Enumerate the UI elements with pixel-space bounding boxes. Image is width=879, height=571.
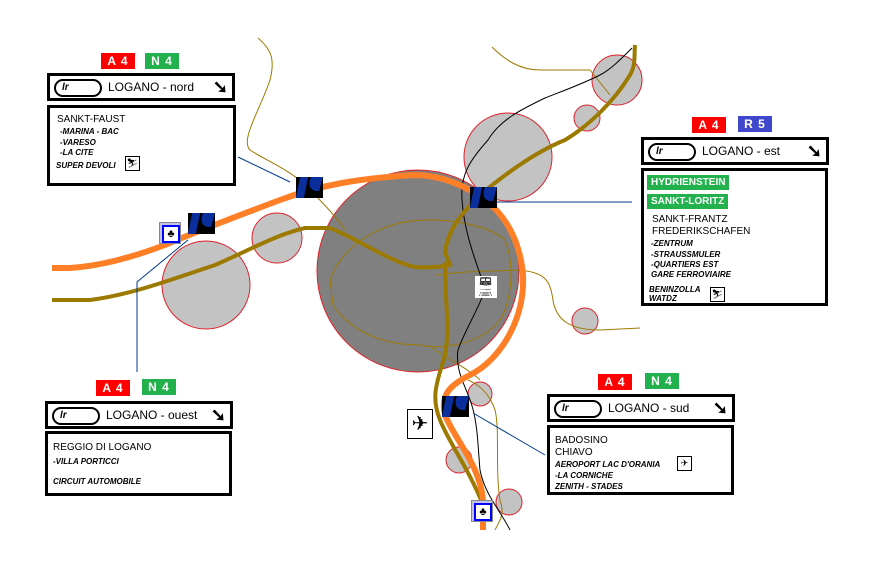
village-circle — [161, 240, 251, 330]
arrow-down-right-icon: ➘ — [212, 77, 228, 97]
sub-destination: -LA CORNICHE — [555, 471, 613, 480]
sub-destination: -ZENTRUM — [651, 239, 693, 248]
interchange-pill-icon: lr — [52, 407, 100, 425]
destination: SANKT-FAUST — [57, 114, 126, 125]
highlighted-destination: SANKT-LORITZ — [647, 194, 729, 209]
ski-area-icon: ⛷ — [125, 156, 140, 171]
city-logano — [316, 169, 520, 373]
route-badge-n4: N 4 — [645, 373, 679, 389]
destinations-panel-sud: BADOSINO CHIAVO AEROPORT LAC D'ORANIA -L… — [547, 425, 734, 495]
interchange-pill-icon: lr — [54, 79, 102, 97]
direction-label: LOGANO - est — [702, 144, 781, 158]
leader-line-nord — [237, 156, 291, 183]
route-badge-n4: N 4 — [142, 379, 176, 395]
route-badge-a4: A 4 — [96, 380, 130, 396]
direction-label: LOGANO - ouest — [106, 408, 198, 422]
rest-area-icon[interactable]: ♣ — [159, 222, 181, 244]
route-badge-a4: A 4 — [101, 53, 135, 69]
village-circle — [467, 381, 493, 407]
sub-destination: -VARESO — [60, 138, 96, 147]
route-badge-a4: A 4 — [598, 374, 632, 390]
interchange-icon[interactable] — [442, 396, 469, 417]
sub-destination: -STRAUSSMULER — [651, 250, 721, 259]
sub-destination: -QUARTIERS EST — [651, 260, 719, 269]
pill-glyph: lr — [656, 146, 663, 157]
local-road — [491, 46, 611, 96]
pill-glyph: lr — [562, 403, 569, 414]
city-ring-road — [329, 219, 512, 348]
direction-label: LOGANO - sud — [608, 401, 690, 415]
arrow-down-right-icon: ➘ — [210, 405, 226, 425]
local-road — [246, 37, 346, 231]
arrow-down-right-icon: ➘ — [712, 398, 728, 418]
direction-sign-ouest[interactable]: lr LOGANO - ouest ➘ — [45, 401, 233, 429]
interchange-icon[interactable] — [188, 213, 215, 234]
route-badge-a4: A 4 — [692, 117, 726, 133]
ski-area-label: WATDZ — [649, 294, 677, 303]
direction-sign-sud[interactable]: lr LOGANO - sud ➘ — [547, 394, 735, 422]
sub-destination: -MARINA - BAC — [60, 127, 119, 136]
direction-sign-est[interactable]: lr LOGANO - est ➘ — [641, 137, 829, 165]
destination: REGGIO DI LOGANO — [53, 442, 152, 453]
direction-label: LOGANO - nord — [108, 80, 195, 94]
pill-glyph: lr — [60, 410, 67, 421]
sub-destination: CIRCUIT AUTOMOBILE — [53, 477, 141, 486]
arrow-down-right-icon: ➘ — [806, 141, 822, 161]
leader-line-sud — [472, 412, 546, 456]
airport-icon[interactable]: ✈ — [407, 409, 433, 439]
route-badge-n4: N 4 — [145, 53, 179, 69]
train-station-icon[interactable]: 🚆 — [475, 276, 497, 298]
sub-destination: -VILLA PORTICCI — [53, 457, 119, 466]
main-road — [433, 261, 487, 511]
village-circle — [463, 112, 553, 202]
local-road — [431, 347, 481, 381]
destination: CHIAVO — [555, 447, 593, 458]
destinations-panel-ouest: REGGIO DI LOGANO -VILLA PORTICCI CIRCUIT… — [45, 431, 232, 496]
main-road — [52, 44, 637, 302]
sub-destination: ZENITH - STADES — [555, 482, 623, 491]
destinations-panel-est: HYDRIENSTEIN SANKT-LORITZ SANKT-FRANTZ F… — [641, 168, 828, 306]
destination: BADOSINO — [555, 435, 608, 446]
destinations-panel-nord: SANKT-FAUST -MARINA - BAC -VARESO -LA CI… — [47, 105, 236, 186]
interchange-pill-icon: lr — [648, 143, 696, 161]
rest-area-icon[interactable]: ♣ — [471, 500, 493, 522]
ski-area-label: SUPER DEVOLI — [56, 161, 116, 170]
interchange-pill-icon: lr — [554, 400, 602, 418]
railway-line — [456, 47, 633, 531]
sub-destination: GARE FERROVIAIRE — [651, 270, 732, 279]
pill-glyph: lr — [62, 82, 69, 93]
village-circle — [591, 54, 643, 106]
destination: SANKT-FRANTZ — [652, 214, 728, 225]
destination: FREDERIKSCHAFEN — [652, 226, 751, 237]
interchange-icon[interactable] — [470, 187, 497, 208]
ski-area-label: BENINZOLLA — [649, 285, 701, 294]
airport-icon: ✈ — [677, 456, 692, 471]
ski-area-icon: ⛷ — [710, 287, 725, 302]
village-circle — [573, 104, 601, 132]
route-badge-r5: R 5 — [738, 116, 772, 132]
interchange-icon[interactable] — [296, 177, 323, 198]
direction-sign-nord[interactable]: lr LOGANO - nord ➘ — [47, 73, 235, 101]
sub-destination: AEROPORT LAC D'ORANIA — [555, 460, 661, 469]
local-road — [517, 269, 641, 331]
highlighted-destination: HYDRIENSTEIN — [647, 175, 730, 190]
village-circle — [495, 488, 523, 516]
leader-line-ouest — [136, 239, 189, 372]
sub-destination: -LA CITE — [60, 148, 94, 157]
